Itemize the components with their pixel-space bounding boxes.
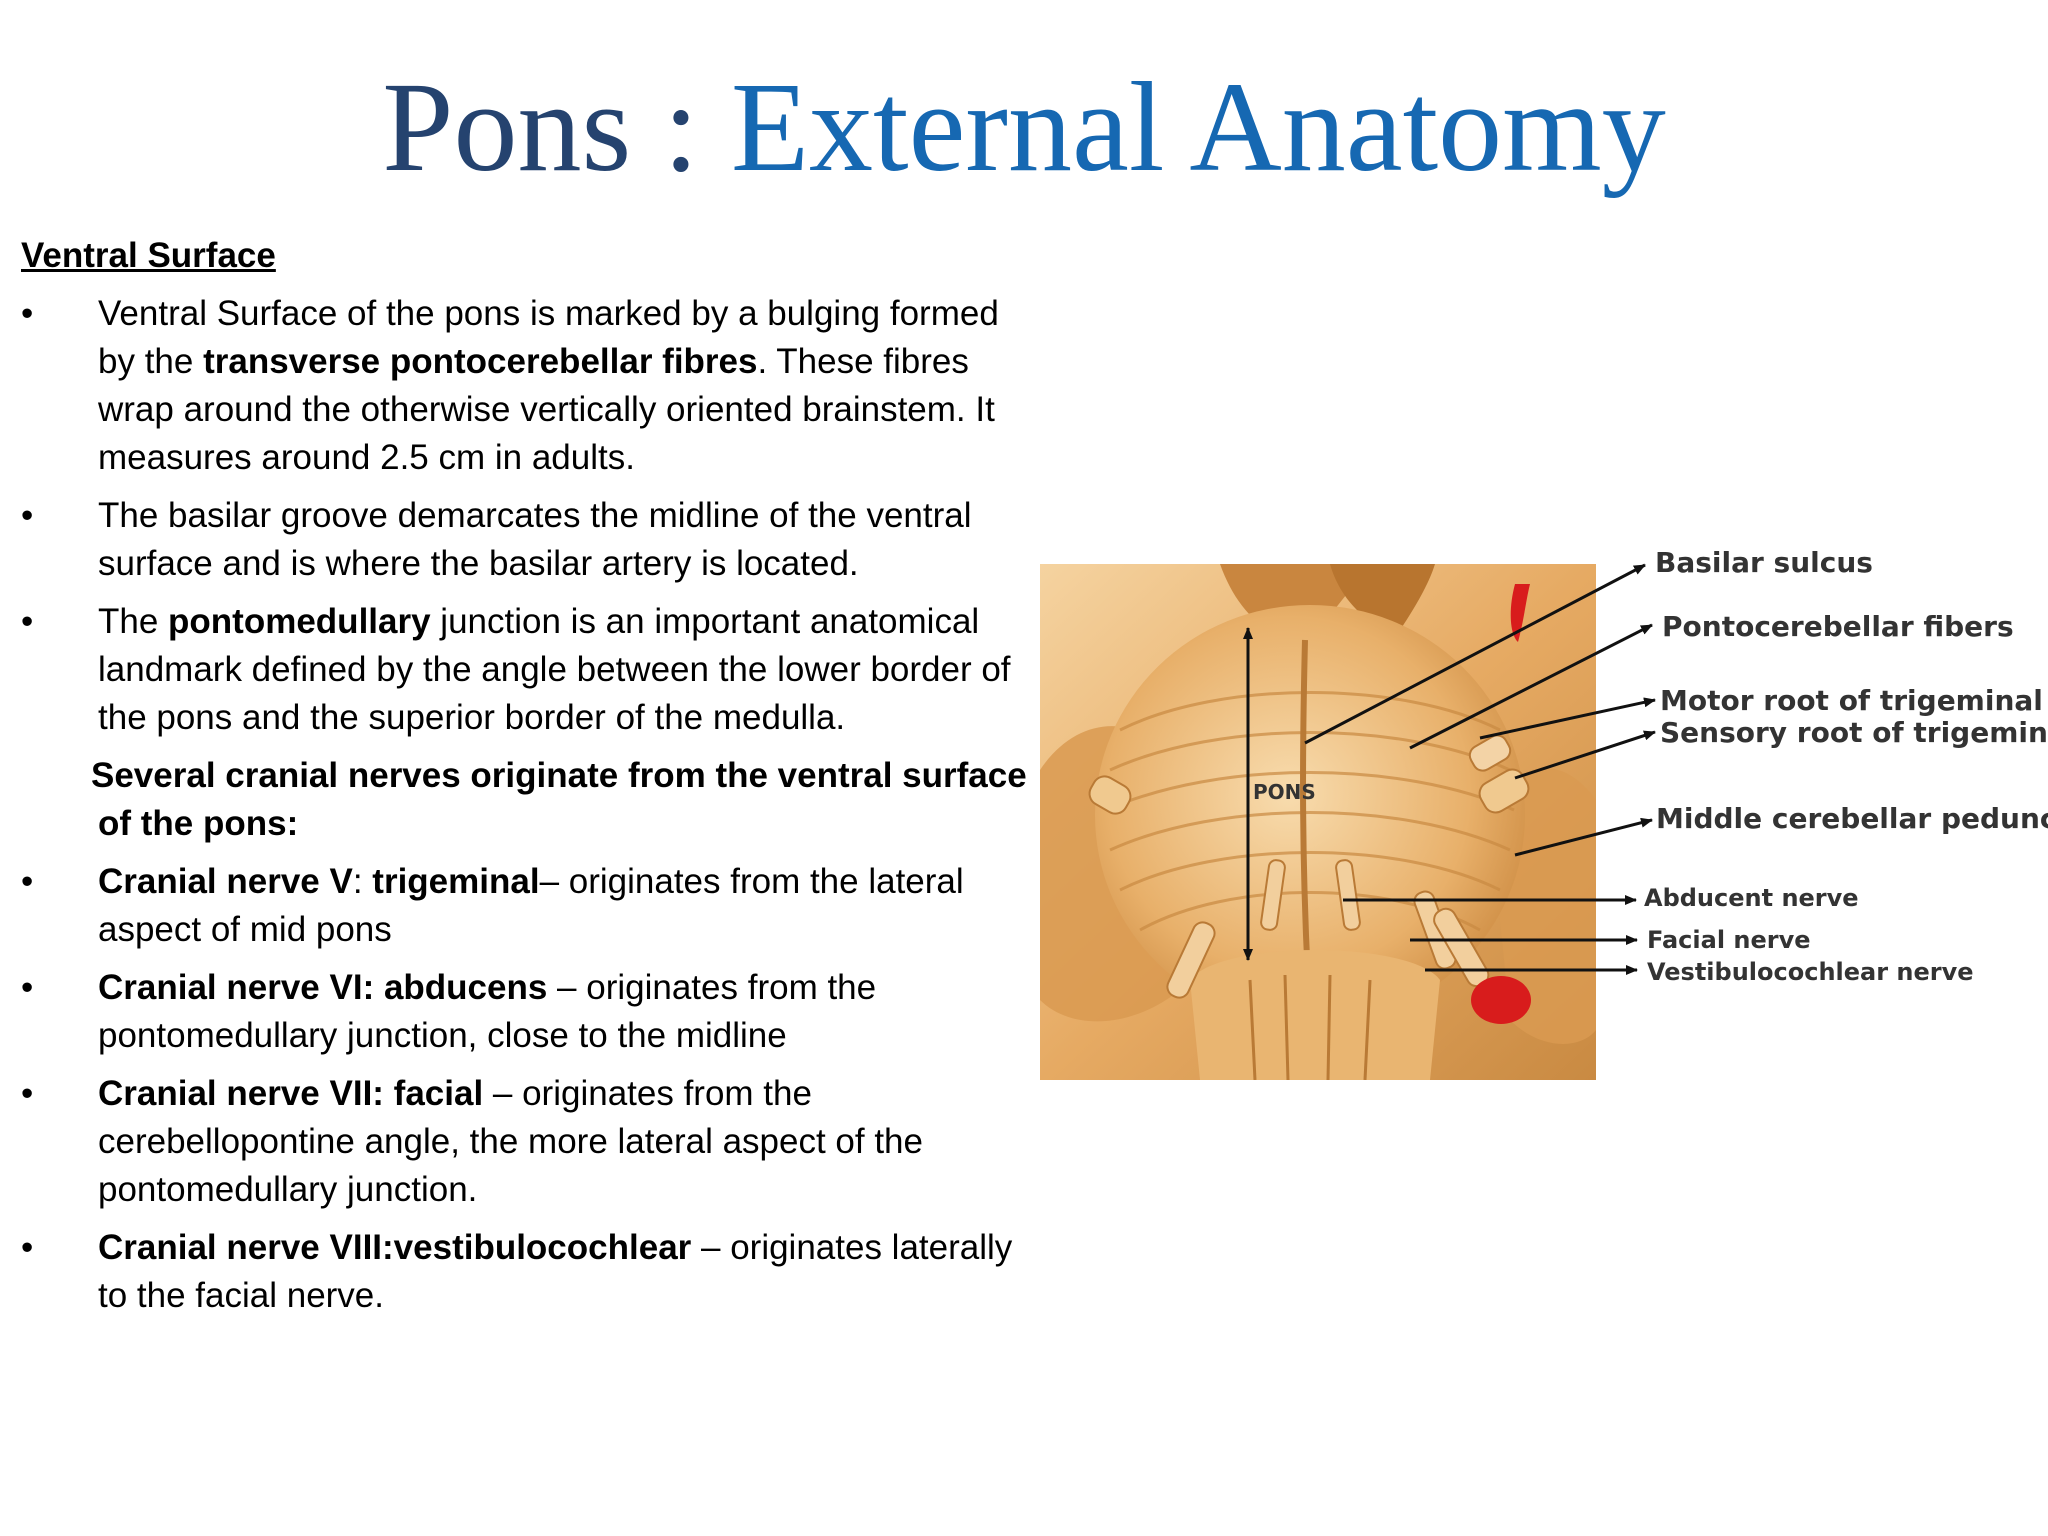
bullet-bold-text: trigeminal	[372, 862, 540, 901]
interpeduncular-region	[1330, 564, 1435, 630]
bullet-marker: •	[21, 1228, 34, 1267]
bullet-text: – originates laterally to the facial ner…	[98, 1228, 1013, 1315]
bullet-bold-text: Cranial nerve V	[98, 862, 353, 901]
bullet-marker: •	[21, 294, 34, 333]
bullet-text: – originates from the cerebellopontine a…	[98, 1074, 923, 1209]
label-basilar-sulcus: Basilar sulcus	[1655, 546, 1873, 579]
bullet-item: • Cranial nerve VII: facial – originates…	[21, 1070, 1031, 1214]
bullet-item: • Cranial nerve VI: abducens – originate…	[21, 964, 1031, 1060]
bullet-bold-text: Cranial nerve VI: abducens	[98, 968, 548, 1007]
medulla	[1190, 950, 1440, 1080]
bullet-bold-text: Cranial nerve VIII:vestibulocochlear	[98, 1228, 692, 1267]
bullet-marker: •	[21, 862, 34, 901]
leader-sensory-root	[1514, 730, 1656, 780]
pons-anatomy-figure: PONS Basilar sulcus Pontocerebellar fibe…	[1040, 546, 2048, 1080]
bullet-marker: •	[21, 496, 34, 535]
label-facial-nerve: Facial nerve	[1647, 926, 1811, 954]
trigeminal-motor-root	[1468, 734, 1512, 772]
basilar-sulcus-groove	[1300, 639, 1311, 981]
bullet-bold-text: Cranial nerve VII: facial	[98, 1074, 484, 1113]
leader-basilar-sulcus	[1304, 563, 1646, 745]
bullet-text: – originates from the pontomedullary jun…	[98, 968, 877, 1055]
bullet-item: • The pontomedullary junction is an impo…	[21, 598, 1031, 742]
label-middle-cerebellar-peduncle: Middle cerebellar peduncle	[1656, 802, 2048, 835]
label-vestibulocochlear-nerve: Vestibulocochlear nerve	[1647, 958, 1974, 986]
trigeminal-sensory-root	[1478, 768, 1530, 814]
title-part-external-anatomy: External Anatomy	[730, 56, 1666, 198]
bullet-text: The basilar groove demarcates the midlin…	[98, 496, 972, 583]
artery-red	[1510, 584, 1530, 642]
pontocerebellar-fiber-lines	[1105, 691, 1515, 932]
cranial-nerve-stubs	[1166, 859, 1490, 999]
bullet-marker: •	[21, 1074, 34, 1113]
bullet-text: Ventral Surface of the pons is marked by…	[98, 294, 999, 381]
bullet-marker: •	[21, 602, 34, 641]
intro-line: Several cranial nerves originate from th…	[91, 756, 1027, 795]
slide-title: Pons : External Anatomy	[0, 62, 2048, 192]
bullet-text: . These fibres wrap around the otherwise…	[98, 342, 995, 477]
bullet-bold-text: pontomedullary	[168, 602, 431, 641]
bullet-text: junction is an important anatomical land…	[98, 602, 1011, 737]
leader-lines	[1304, 563, 1656, 975]
leader-motor-root	[1479, 697, 1656, 740]
leader-middle-peduncle	[1514, 817, 1653, 857]
bullet-item: • The basilar groove demarcates the midl…	[21, 492, 1031, 588]
intro-line: of the pons:	[98, 804, 299, 843]
bullet-marker: •	[21, 968, 34, 1007]
left-trigeminal-root	[1088, 775, 1132, 815]
leader-pontocerebellar	[1409, 623, 1653, 750]
pons-body	[1095, 605, 1525, 1025]
bullet-bold-text: transverse pontocerebellar fibres	[203, 342, 758, 381]
pons-illustration	[1040, 563, 1656, 1080]
cranial-nerves-intro: Several cranial nerves originate from th…	[91, 752, 1031, 848]
bullet-text: The	[98, 602, 169, 641]
bullet-text: :	[352, 862, 373, 901]
bullet-item: • Cranial nerve V: trigeminal– originate…	[21, 858, 1031, 954]
label-motor-root: Motor root of trigeminal	[1660, 684, 2043, 717]
label-sensory-root: Sensory root of trigeminal	[1660, 716, 2048, 749]
bullet-text: – originates from the lateral aspect of …	[98, 862, 964, 949]
pons-label: PONS	[1253, 780, 1316, 804]
slide-body: Ventral Surface • Ventral Surface of the…	[21, 232, 1031, 1330]
label-pontocerebellar-fibers: Pontocerebellar fibers	[1662, 610, 2014, 643]
title-part-pons: Pons :	[382, 56, 731, 198]
bullet-item: • Ventral Surface of the pons is marked …	[21, 290, 1031, 482]
bullet-item: • Cranial nerve VIII:vestibulocochlear –…	[21, 1224, 1031, 1320]
label-abducent-nerve: Abducent nerve	[1644, 884, 1859, 912]
pyramids	[1248, 974, 1372, 1080]
section-heading: Ventral Surface	[21, 236, 276, 275]
choroid-plexus-red	[1471, 976, 1531, 1024]
